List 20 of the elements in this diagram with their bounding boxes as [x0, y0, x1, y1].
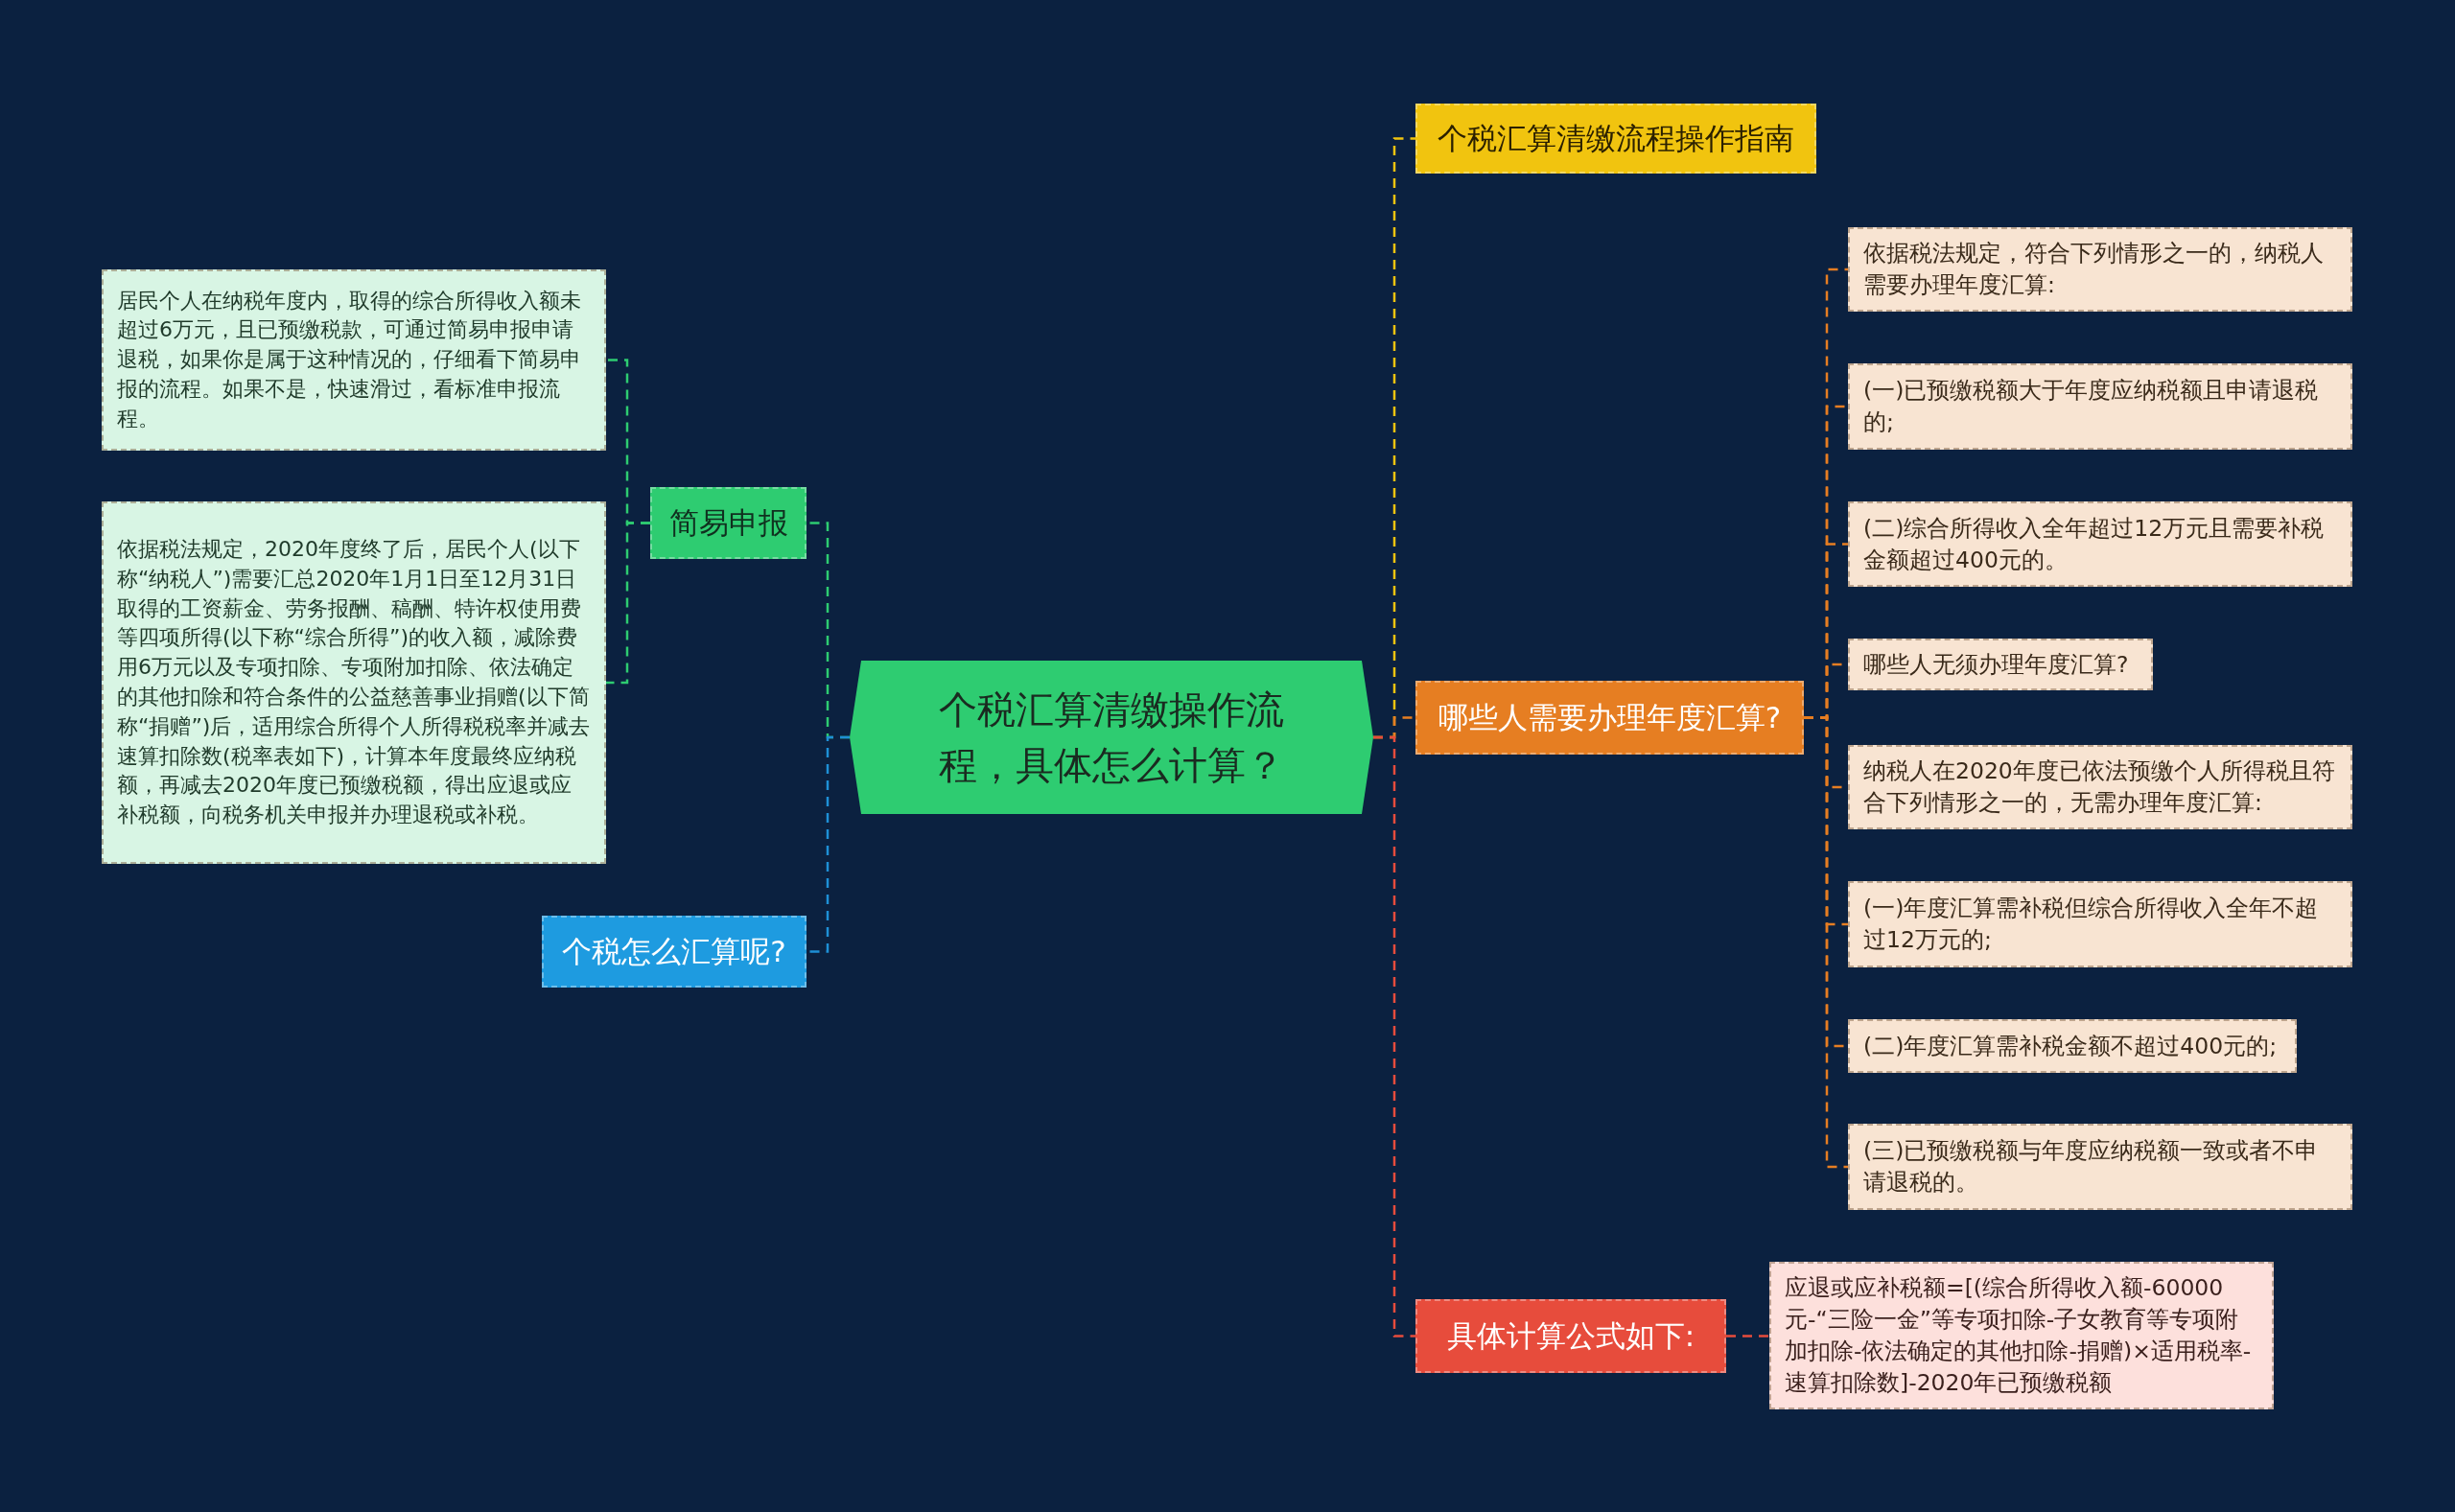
topic-box: 哪些人需要办理年度汇算? — [1415, 681, 1804, 755]
connector-line — [1373, 735, 1415, 1338]
note-card: 应退或应补税额=[(综合所得收入额-60000元-“三险一金”等专项扣除-子女教育等专项附加扣除-依法确定的其他扣除-捐赠)×适用税率-速算扣除数]-2020年已预缴税额 — [1769, 1262, 2274, 1409]
topic-box: 简易申报 — [650, 487, 807, 559]
central-topic-text: 个税汇算清缴操作流程，具体怎么计算？ — [938, 686, 1285, 789]
note-card: (一)已预缴税额大于年度应纳税额且申请退税的; — [1848, 363, 2352, 450]
topic-box: 个税汇算清缴流程操作指南 — [1415, 104, 1816, 174]
note-card: 依据税法规定，符合下列情形之一的，纳税人需要办理年度汇算: — [1848, 227, 2352, 312]
note-card: (二)综合所得收入全年超过12万元且需要补税金额超过400元的。 — [1848, 501, 2352, 587]
topic-box: 具体计算公式如下: — [1415, 1299, 1726, 1373]
topic-box: 个税怎么汇算呢? — [542, 916, 807, 988]
connector-line — [1726, 1335, 1769, 1338]
note-card: 纳税人在2020年度已依法预缴个人所得税且符合下列情形之一的，无需办理年度汇算: — [1848, 745, 2352, 829]
note-card: (一)年度汇算需补税但综合所得收入全年不超过12万元的; — [1848, 881, 2352, 967]
note-card: 哪些人无须办理年度汇算? — [1848, 639, 2153, 690]
note-card: (三)已预缴税额与年度应纳税额一致或者不申请退税的。 — [1848, 1124, 2352, 1210]
note-card: 居民个人在纳税年度内，取得的综合所得收入额未超过6万元，且已预缴税款，可通过简易申报申请退税，如果你是属于这种情况的，仔细看下简易申报的流程。如果不是，快速滑过，看标准申报流程。 — [102, 269, 606, 451]
note-card: (二)年度汇算需补税金额不超过400元的; — [1848, 1019, 2297, 1073]
connector-line — [606, 522, 650, 685]
note-card: 依据税法规定，2020年度终了后，居民个人(以下称“纳税人”)需要汇总2020年1月1日至12月31日取得的工资薪金、劳务报酬、稿酬、特许权使用费等四项所得(以下称“综合所得”)的收入额，减除费用6万元以及专项扣除、专项附加扣除、依法确定的其他扣除和符合条件的公益慈善事业捐赠(以下简称“捐赠”)后，适用综合所得个人所得税税率并减去速算扣除数(税率表如下)，计算本年度最终应纳税额，再减去2020年度已预缴税额，得出应退或应补税额，向税务机关申报并办理退税或补税。 — [102, 501, 606, 864]
